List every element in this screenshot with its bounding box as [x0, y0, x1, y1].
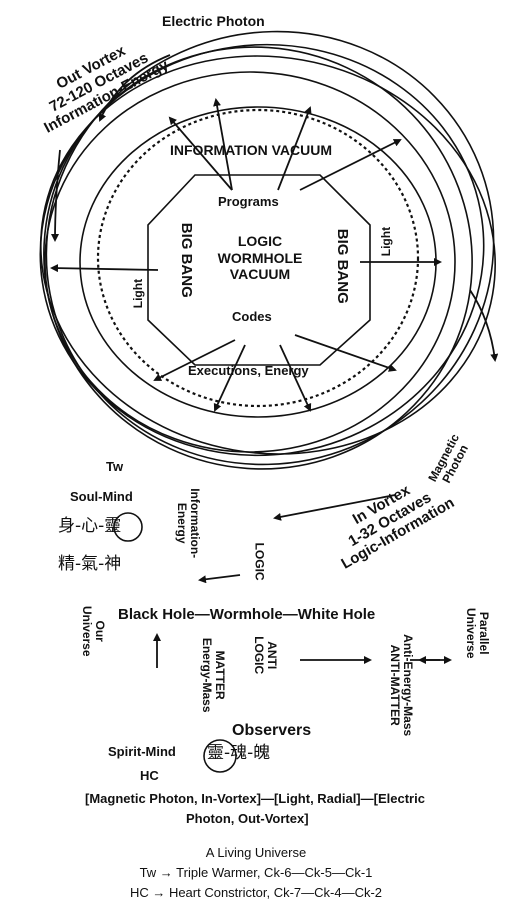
light-right-label: Light: [379, 226, 394, 257]
cjk-essence-qi-spirit: 精-氣-神: [58, 554, 122, 574]
programs-label: Programs: [218, 194, 279, 209]
black-white-hole-label: Black Hole—Wormhole—White Hole: [118, 606, 376, 623]
spirit-mind-label: Spirit-Mind: [108, 744, 176, 759]
observers-label: Observers: [232, 722, 312, 739]
codes-label: Codes: [232, 309, 272, 324]
big-bang-right-label: BIG BANG: [333, 228, 351, 304]
cjk-spirit-hun-po: 靈-魂-魄: [207, 743, 271, 763]
radial-arrows: [50, 98, 442, 412]
electric-photon-label: Electric Photon: [162, 13, 265, 29]
matter-label: MATTER Energy-Mass: [200, 637, 228, 713]
anti-matter-label: Anti-Energy-Mass ANTI-MATTER: [388, 634, 416, 737]
our-universe-label: Our Universe: [80, 605, 108, 657]
footer-hc-line: HC → Heart Constrictor, Ck-7—Ck-4—Ck-2: [129, 885, 383, 900]
tw-label: Tw: [106, 459, 124, 474]
information-vacuum-label: INFORMATION VACUUM: [170, 142, 333, 158]
observer-circle: [203, 739, 237, 773]
anti-logic-label: ANTI LOGIC: [252, 636, 280, 675]
light-left-label: Light: [131, 278, 146, 309]
vortex-arrows: [51, 54, 499, 668]
out-vortex-ellipses: [39, 30, 496, 470]
wormhole-octagon: [147, 174, 371, 366]
dotted-boundary: [96, 108, 420, 408]
big-bang-left-label: BIG BANG: [177, 222, 195, 298]
executions-energy-label: Executions, Energy: [188, 363, 309, 378]
footer-tw-line: Tw → Triple Warmer, Ck-6—Ck-5—Ck-1: [139, 865, 373, 880]
hc-label: HC: [140, 768, 159, 783]
footer-title: A Living Universe: [205, 845, 307, 860]
information-energy-label: Information- Energy: [175, 488, 203, 559]
logic-label: LOGIC: [252, 542, 267, 581]
footer-line-1: [Magnetic Photon, In-Vortex]—[Light, Rad…: [85, 791, 425, 806]
footer-line-2: Photon, Out-Vortex]: [186, 811, 309, 826]
logic-wormhole-vacuum-label: LOGIC WORMHOLE VACUUM: [217, 233, 303, 283]
parallel-universe-label: Parallel Universe: [464, 607, 492, 659]
cjk-body-mind-soul: 身-心-靈: [58, 516, 122, 536]
soul-circle: [113, 512, 143, 542]
soul-mind-label: Soul-Mind: [70, 489, 133, 504]
